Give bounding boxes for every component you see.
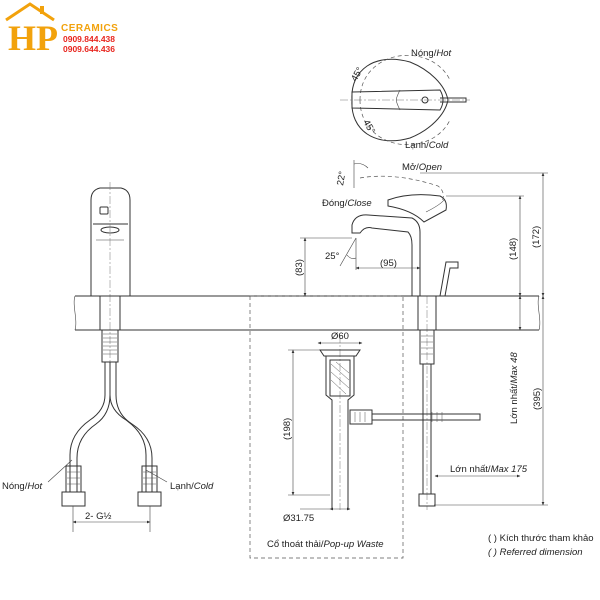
note-vietnamese: ( ) Kích thước tham khảo: [488, 533, 594, 544]
countertop: [73, 295, 541, 331]
faucet-body-front: [90, 187, 131, 296]
close-position-label: Đóng/Close: [322, 198, 372, 209]
angle-spout-label: 25°: [325, 251, 340, 262]
dimension-notes: ( ) Kích thước tham khảo ( ) Referred di…: [488, 533, 594, 558]
front-cold-label: Lạnh/Cold: [170, 481, 214, 492]
logo-brand: CERAMICS: [61, 23, 118, 34]
angle-open-label: 22°: [335, 170, 348, 186]
lever-closed: [387, 194, 447, 223]
handle-hot-label: Nóng/Hot: [411, 48, 452, 59]
handle-outline-hot: [351, 58, 449, 101]
height-172-dim: (172): [531, 226, 542, 248]
cold-hose: [109, 362, 147, 492]
lever-open: [359, 175, 444, 203]
logo-phone-2: 0909.644.436: [63, 44, 115, 54]
house-roof-icon: [5, 2, 55, 22]
front-hot-label: Nóng/Hot: [2, 481, 43, 492]
handle-outline-cold: [351, 99, 449, 142]
popup-waste-caption: Cổ thoát thải/Pop-up Waste: [267, 539, 384, 550]
connection-thread-label: 2- G½: [85, 511, 111, 522]
side-view: 22° Mở/Open Đóng/Close 25° (95) (83) (14…: [294, 160, 548, 510]
max-thickness-dim: Lớn nhất/Max 48: [509, 352, 520, 424]
open-position-label: Mở/Open: [402, 162, 442, 173]
max-reach-dim: Lớn nhất/Max 175: [450, 464, 528, 475]
hot-hose: [69, 362, 106, 492]
angle-hot-label: 45°: [349, 65, 366, 83]
brand-logo: HP CERAMICS 0909.844.438 0909.644.436: [5, 2, 118, 58]
faucet-body-side: [351, 214, 421, 296]
handle-top-view: 45° 45° Nóng/Hot Lạnh/Cold: [340, 48, 470, 151]
waste-bottom-diameter-dim: Ø31.75: [283, 513, 314, 524]
logo-phone-1: 0909.844.438: [63, 34, 115, 44]
note-english: ( ) Referred dimension: [488, 547, 583, 558]
logo-letters: HP: [8, 18, 58, 58]
waste-top-diameter-dim: Ø60: [331, 331, 349, 342]
waste-height-dim: (198): [282, 418, 293, 440]
house-chimney-icon: [40, 6, 44, 14]
total-height-395-dim: (395): [532, 388, 543, 410]
waste-detail-frame: [249, 295, 404, 559]
popup-waste: Ø60 (198) Ø31.75 Cổ t: [249, 295, 481, 559]
spout-height-dim: (83): [294, 259, 305, 276]
handle-cold-label: Lạnh/Cold: [405, 140, 449, 151]
height-148-dim: (148): [508, 238, 519, 260]
front-view: 2- G½ Nóng/Hot Lạnh/Cold: [2, 182, 214, 532]
spout-reach-dim: (95): [380, 258, 397, 269]
